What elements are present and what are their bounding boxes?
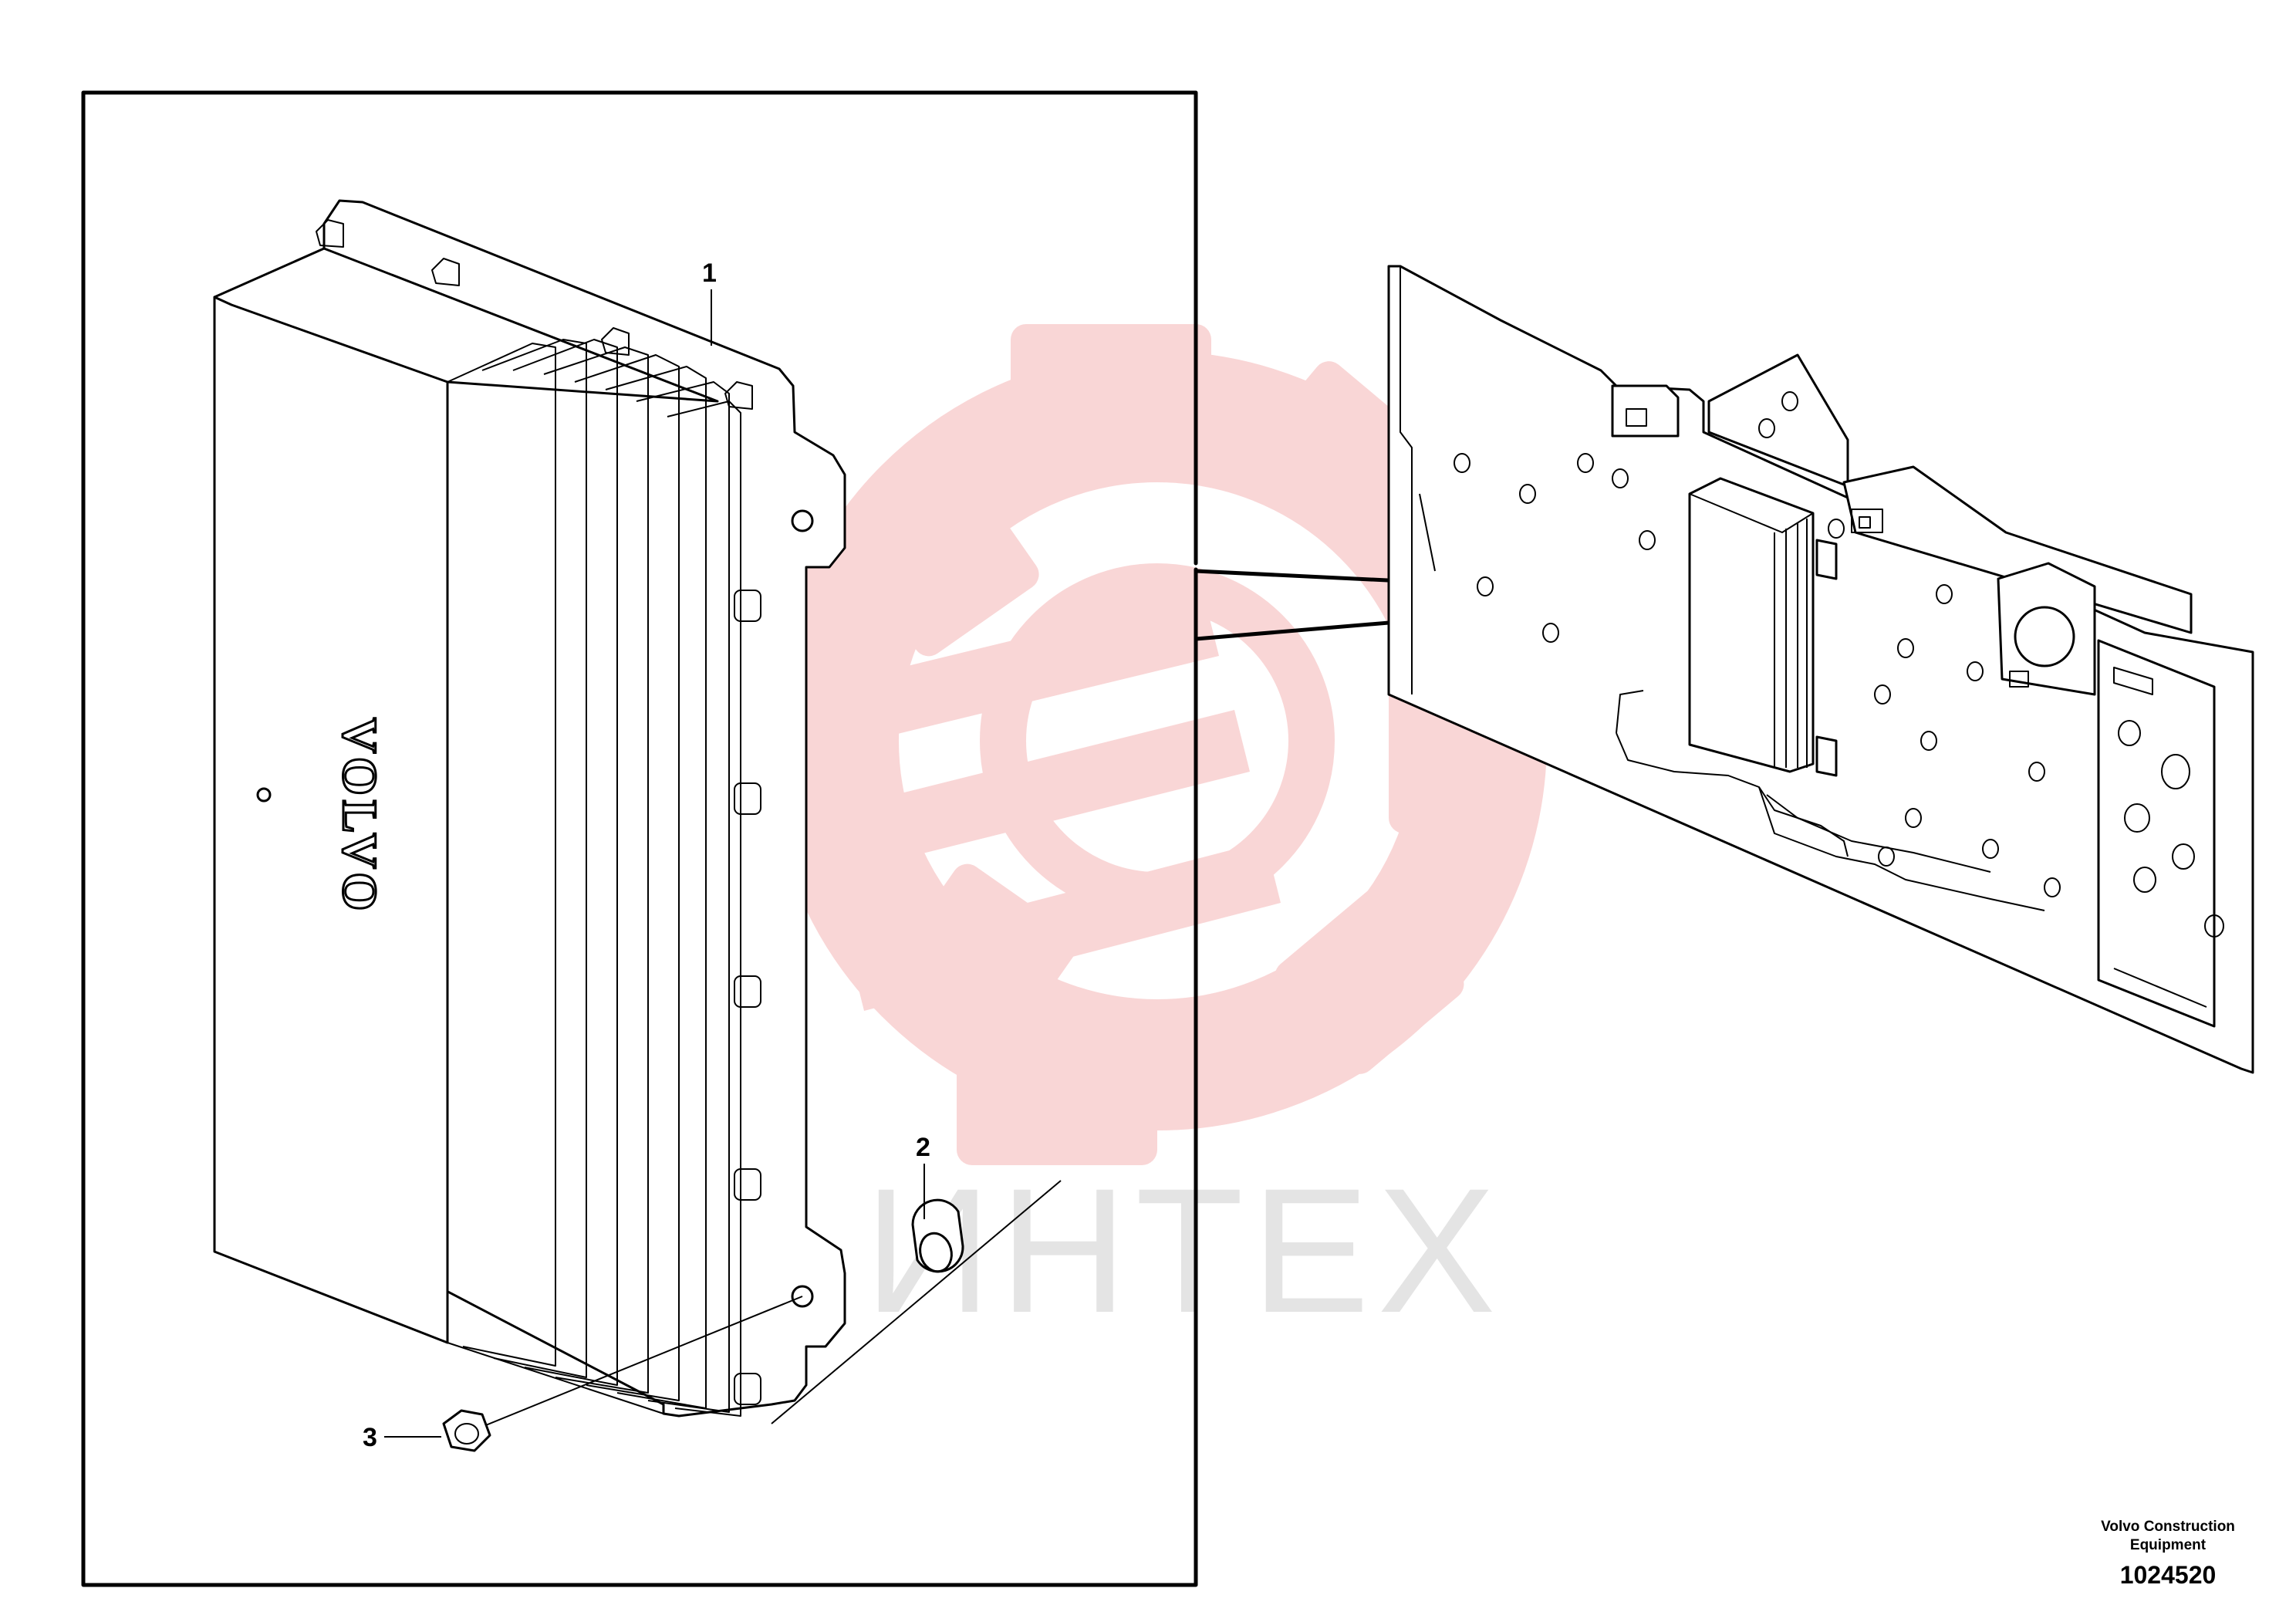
nut-part-3 xyxy=(442,1296,803,1452)
callout-3: 3 xyxy=(363,1423,441,1452)
drawing-footer: Volvo Construction Equipment 1024520 xyxy=(2101,1519,2235,1589)
company-name-line-1: Volvo Construction xyxy=(2101,1519,2235,1535)
callout-2: 2 xyxy=(916,1133,930,1219)
spacer-part-2 xyxy=(771,1180,1062,1424)
panel-harness-lines xyxy=(1616,690,2045,911)
svg-text:1: 1 xyxy=(702,259,717,288)
panel-mounting-holes xyxy=(1454,391,2224,938)
watermark-gear-logo xyxy=(694,324,1547,1165)
svg-text:3: 3 xyxy=(363,1423,377,1452)
company-name-line-2: Equipment xyxy=(2130,1537,2207,1553)
svg-text:2: 2 xyxy=(916,1133,930,1162)
control-unit-part-1: VOLVO xyxy=(213,199,846,1418)
heat-sink-fins xyxy=(447,339,741,1417)
volvo-brand-mark: VOLVO xyxy=(333,718,387,915)
watermark: ИНТЕХ xyxy=(694,324,1547,1350)
callout-1: 1 xyxy=(702,259,717,346)
overview-panel-assembly xyxy=(1387,265,2254,1074)
watermark-text: ИНТЕХ xyxy=(864,1151,1504,1350)
drawing-number: 1024520 xyxy=(2120,1561,2217,1589)
detail-frame xyxy=(81,90,1198,1587)
